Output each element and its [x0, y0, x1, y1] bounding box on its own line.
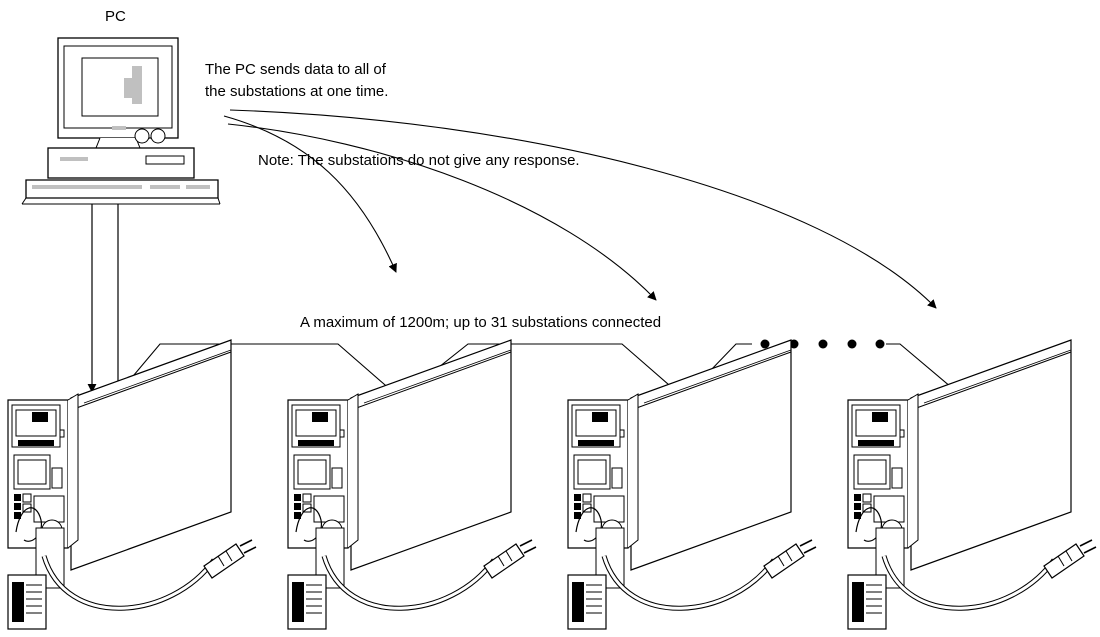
substation-unit-2	[288, 340, 536, 629]
network-limit-label: A maximum of 1200m; up to 31 substations…	[300, 314, 662, 331]
substation-unit-4	[848, 340, 1096, 629]
network-bus-line-end	[886, 343, 965, 399]
ellipsis-dots	[760, 339, 885, 349]
pc-computer-icon	[21, 37, 221, 205]
broadcast-arrow-3	[229, 109, 937, 309]
substation-unit-1	[8, 340, 256, 629]
pc-label: PC	[105, 8, 126, 25]
broadcast-note-line2: the substations at one time.	[205, 83, 389, 100]
broadcast-arrow-2	[227, 123, 657, 301]
broadcast-arrow-1	[223, 115, 397, 273]
substation-unit-3	[568, 340, 816, 629]
no-response-note: Note: The substations do not give any re…	[258, 152, 580, 169]
broadcast-note-line1: The PC sends data to all of	[205, 61, 386, 78]
